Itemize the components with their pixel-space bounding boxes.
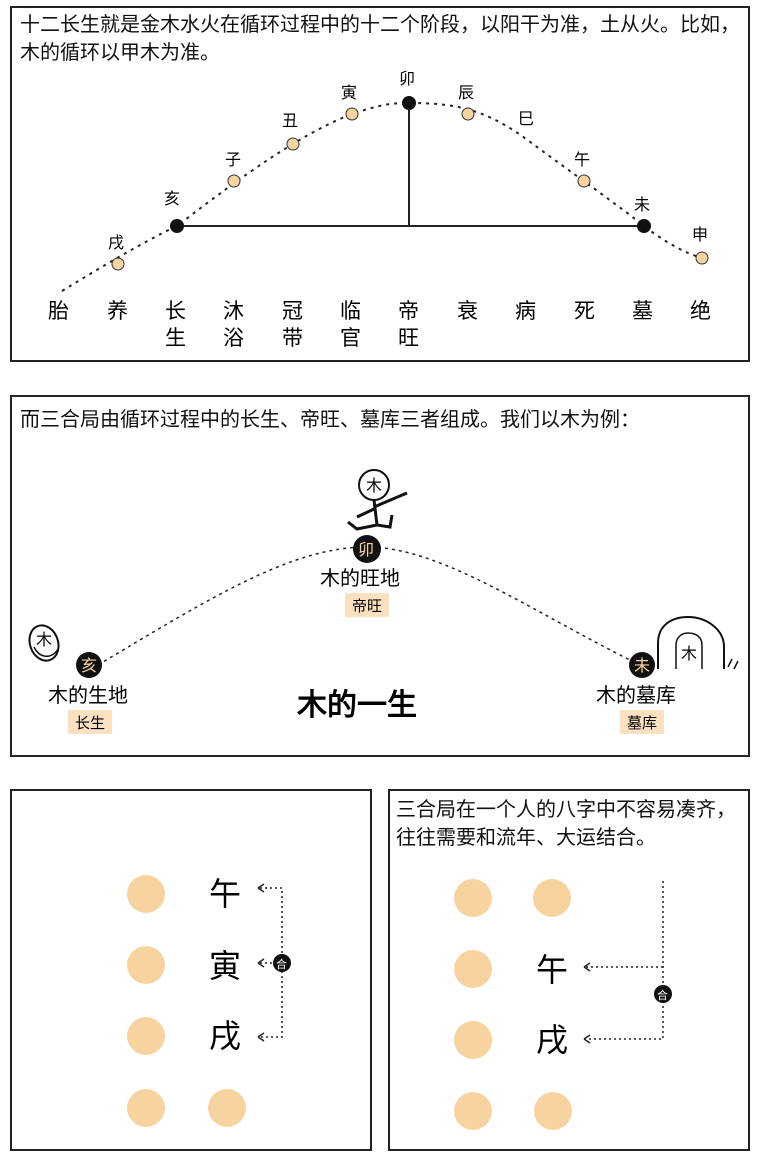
node-chou — [286, 137, 300, 151]
branch-label: 亥 — [164, 189, 180, 208]
peak-tag: 帝旺 — [352, 597, 382, 615]
panel4-description: 三合局在一个人的八字中不容易凑齐，往往需要和流年、大运结合。 — [396, 797, 736, 849]
stage-label: 胎 — [48, 299, 69, 323]
left-tag: 长生 — [75, 714, 105, 732]
branch-char: 午 — [536, 951, 568, 989]
left-node — [76, 652, 102, 678]
branch-label: 丑 — [282, 111, 298, 130]
right-tag: 墓库 — [627, 714, 657, 732]
tomb-icon: 木 — [657, 615, 739, 670]
stage-label: 养 — [107, 299, 128, 323]
stage-label: 病 — [515, 299, 536, 323]
branch-label: 戌 — [108, 233, 124, 252]
seed-icon: 木 — [28, 624, 60, 662]
pillar-dot — [534, 1092, 572, 1130]
left-tag-bg — [68, 710, 112, 734]
pillar-dot — [454, 879, 492, 917]
stage-label: 浴 — [223, 326, 244, 350]
panel2-description: 而三合局由循环过程中的长生、帝旺、墓库三者组成。我们以木为例： — [20, 407, 640, 431]
right-node — [629, 652, 655, 678]
figure-head-label: 木 — [366, 476, 382, 495]
branch-label: 申 — [692, 225, 708, 244]
partial-triad-diagram: 午 戌 合 — [454, 879, 672, 1130]
combine-connector — [586, 881, 664, 1040]
stage-label: 长 — [165, 299, 186, 323]
pillar-dot — [533, 879, 571, 917]
node-wu — [577, 174, 591, 188]
node-mao — [402, 96, 416, 110]
stage-label: 临 — [340, 299, 361, 323]
branch-label: 午 — [574, 150, 590, 169]
branch-char: 午 — [209, 875, 241, 913]
stage-row: 胎 养 长 生 沐 浴 冠 带 临 官 帝 旺 衰 病 死 墓 绝 — [48, 299, 711, 350]
pillar-dot — [208, 1089, 246, 1127]
peak-label: 木的旺地 — [320, 566, 400, 590]
combine-badge — [654, 985, 672, 1003]
tomb-label: 木 — [681, 644, 697, 663]
arrow-head-icon — [257, 883, 265, 893]
pillar-dot — [454, 950, 492, 988]
branch-label: 未 — [634, 195, 650, 214]
stage-label: 沐 — [223, 299, 244, 323]
node-xu — [111, 257, 125, 271]
node-shen — [695, 251, 709, 265]
arrow-head-icon — [583, 1034, 591, 1044]
stage-label: 官 — [340, 326, 361, 350]
right-tag-bg — [620, 710, 664, 734]
right-branch: 未 — [634, 656, 650, 675]
peak-tag-bg — [345, 593, 389, 617]
node-wei — [637, 219, 651, 233]
stage-label: 旺 — [398, 326, 419, 350]
node-zi — [227, 174, 241, 188]
branch-char: 戌 — [536, 1021, 568, 1059]
dancing-figure-icon: 木 — [347, 469, 408, 531]
peak-node — [353, 535, 381, 563]
triad-example-panel: 午 寅 戌 合 — [10, 789, 372, 1151]
pillar-dot — [127, 1017, 165, 1055]
branch-char: 戌 — [209, 1017, 241, 1055]
branch-char: 寅 — [209, 947, 241, 985]
twelve-stages-diagram: 戌 亥 子 丑 寅 卯 辰 巳 午 未 申 胎 养 长 生 沐 浴 冠 带 临 … — [48, 69, 711, 350]
branch-label: 寅 — [341, 83, 357, 102]
arrow-head-icon — [257, 958, 265, 968]
left-label: 木的生地 — [48, 683, 128, 707]
arrow-head-icon — [257, 1032, 265, 1042]
wood-triad-panel: 而三合局由循环过程中的长生、帝旺、墓库三者组成。我们以木为例： 木 卯 木的旺地… — [10, 395, 750, 757]
pillar-dot — [127, 946, 165, 984]
stage-label: 带 — [282, 326, 303, 350]
pillar-dot — [127, 875, 165, 913]
pillar-dot — [127, 1089, 165, 1127]
pillar-dot — [454, 1021, 492, 1059]
triad-example-diagram: 午 寅 戌 合 — [127, 875, 291, 1127]
combine-badge — [273, 954, 291, 972]
seed-label: 木 — [36, 630, 52, 649]
node-yin — [345, 107, 359, 121]
pillar-dot — [454, 1092, 492, 1130]
node-hai — [170, 219, 184, 233]
diagram-title: 木的一生 — [296, 688, 417, 723]
twelve-stages-panel: 十二长生就是金木水火在循环过程中的十二个阶段，以阳干为准，土从火。比如，木的循环… — [10, 6, 750, 362]
stage-label: 冠 — [282, 299, 303, 323]
panel1-description: 十二长生就是金木水火在循环过程中的十二个阶段，以阳干为准，土从火。比如，木的循环… — [20, 12, 740, 64]
branch-label: 辰 — [458, 83, 474, 102]
stage-label: 墓 — [632, 299, 653, 323]
left-branch: 亥 — [81, 656, 97, 675]
stage-label: 衰 — [457, 299, 478, 323]
cycle-curve — [61, 101, 703, 292]
branch-label: 巳 — [518, 109, 534, 128]
stage-label: 生 — [165, 326, 186, 350]
peak-branch: 卯 — [358, 540, 374, 559]
branch-label: 卯 — [399, 69, 415, 88]
right-label: 木的墓库 — [596, 683, 676, 707]
branch-label: 子 — [225, 150, 241, 169]
stage-label: 死 — [574, 299, 595, 323]
arrow-head-icon — [583, 962, 591, 972]
wood-life-diagram: 木 卯 木的旺地 帝旺 木 亥 木的生地 长生 木的一生 木 — [28, 469, 739, 734]
triad-note-panel: 三合局在一个人的八字中不容易凑齐，往往需要和流年、大运结合。 午 戌 合 — [388, 789, 750, 1151]
stage-label: 帝 — [398, 299, 419, 323]
combine-label: 合 — [276, 957, 287, 971]
stage-label: 绝 — [690, 299, 711, 323]
combine-label: 合 — [657, 988, 668, 1002]
node-chen — [461, 107, 475, 121]
